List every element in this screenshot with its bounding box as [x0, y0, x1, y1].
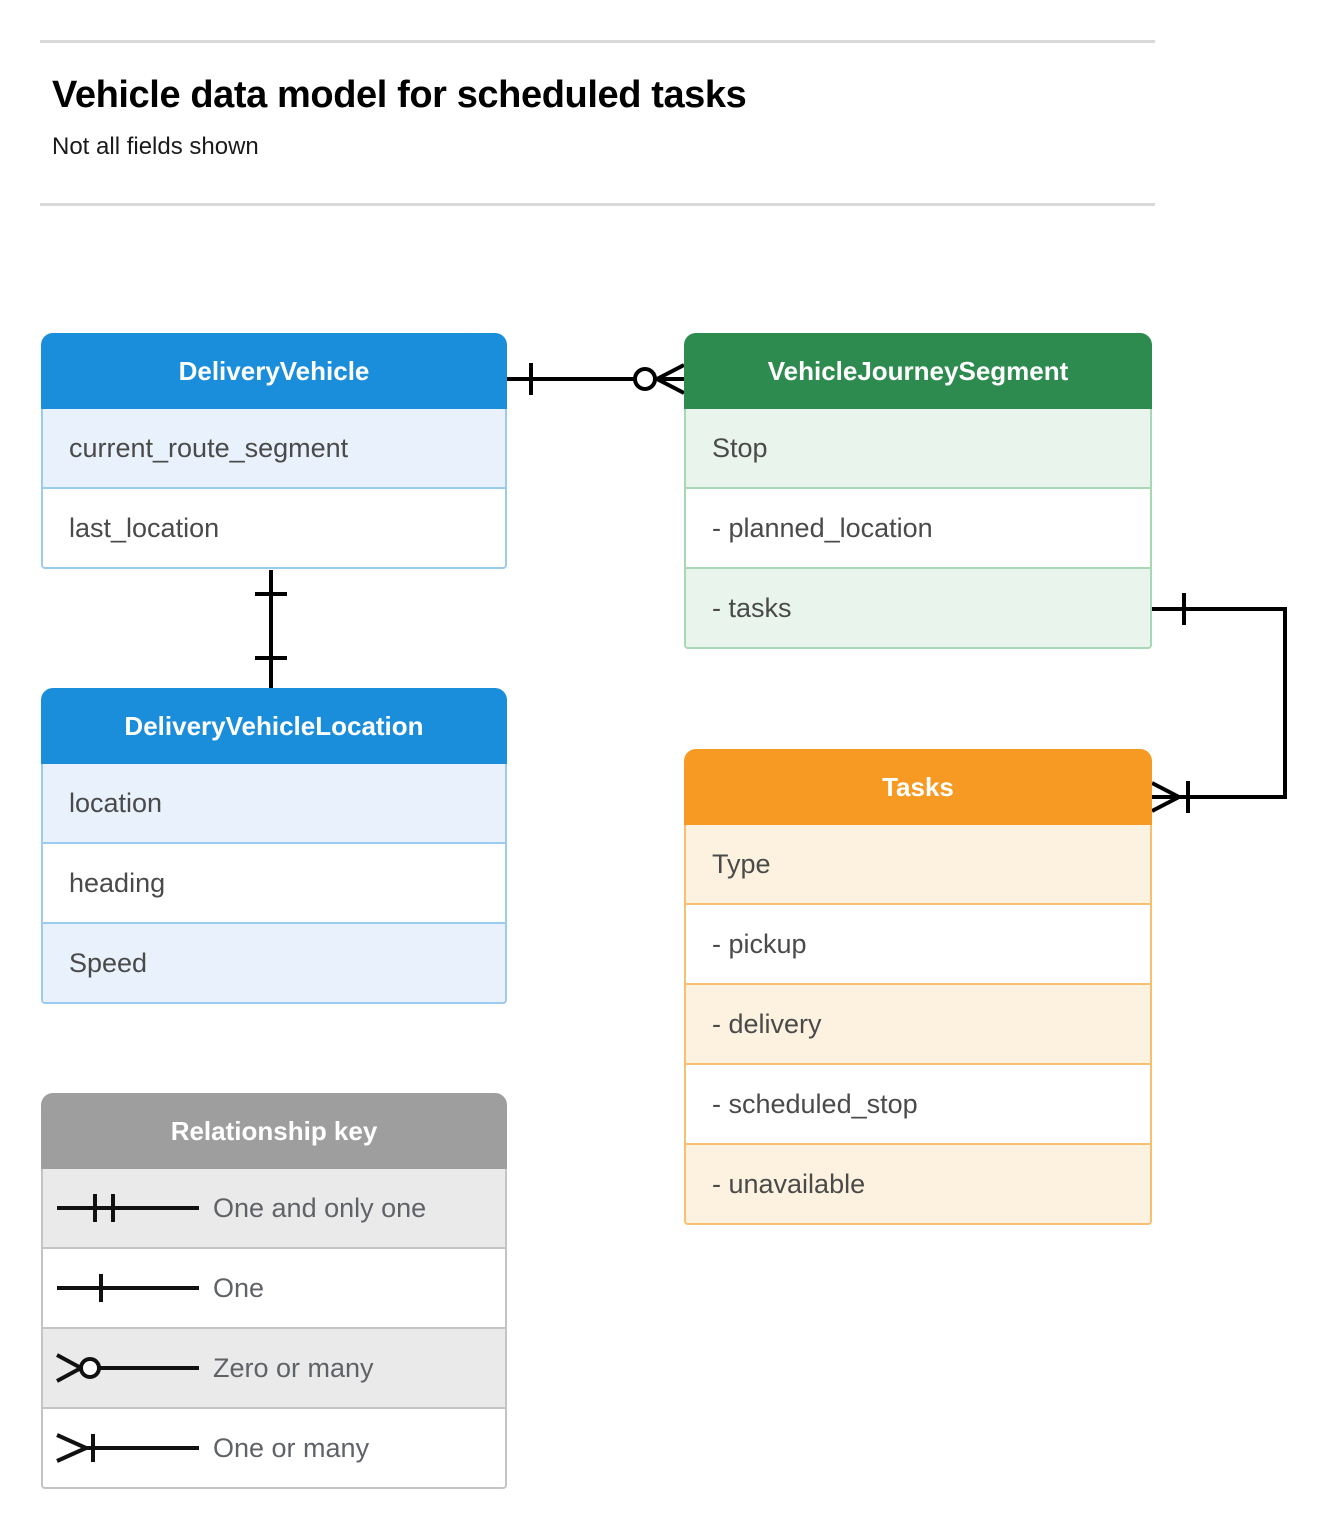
page-subtitle: Not all fields shown	[52, 133, 259, 160]
legend-label: One or many	[213, 1432, 370, 1463]
entity-header-delivery-vehicle: DeliveryVehicle	[41, 333, 507, 409]
entity-field-row: - tasks	[684, 569, 1152, 649]
entity-header-tasks: Tasks	[684, 749, 1152, 825]
legend-row-one-or-many: One or many	[41, 1409, 507, 1489]
one-and-only-one-icon	[43, 1169, 213, 1247]
header-rule-bottom	[40, 203, 1155, 206]
entity-field-row: last_location	[41, 489, 507, 569]
entity-field-row: location	[41, 764, 507, 844]
entity-vehicle-journey-segment[interactable]: VehicleJourneySegment Stop - planned_loc…	[684, 333, 1152, 649]
connector-vehicle-to-segment	[507, 363, 685, 395]
entity-field-row: - delivery	[684, 985, 1152, 1065]
legend-row-zero-or-many: Zero or many	[41, 1329, 507, 1409]
entity-header-delivery-vehicle-location: DeliveryVehicleLocation	[41, 688, 507, 764]
legend-label: Zero or many	[213, 1352, 374, 1383]
header-rule-top	[40, 40, 1155, 43]
page-title: Vehicle data model for scheduled tasks	[52, 74, 747, 116]
one-or-many-icon	[43, 1409, 213, 1487]
entity-field-row: current_route_segment	[41, 409, 507, 489]
legend-relationship-key[interactable]: Relationship key One and only one One	[41, 1093, 507, 1489]
entity-header-vehicle-journey-segment: VehicleJourneySegment	[684, 333, 1152, 409]
legend-row-one: One	[41, 1249, 507, 1329]
entity-field-row: - pickup	[684, 905, 1152, 985]
legend-row-one-and-only-one: One and only one	[41, 1169, 507, 1249]
entity-field-row: - planned_location	[684, 489, 1152, 569]
entity-field-row: - scheduled_stop	[684, 1065, 1152, 1145]
entity-tasks[interactable]: Tasks Type - pickup - delivery - schedul…	[684, 749, 1152, 1225]
entity-field-row: Stop	[684, 409, 1152, 489]
legend-label: One	[213, 1272, 265, 1303]
connector-vehicle-to-location	[255, 570, 287, 688]
zero-or-many-icon	[43, 1329, 213, 1407]
connector-segment-tasks-to-tasks	[1151, 593, 1287, 813]
one-icon	[43, 1249, 213, 1327]
entity-field-row: Type	[684, 825, 1152, 905]
entity-field-row: - unavailable	[684, 1145, 1152, 1225]
entity-delivery-vehicle-location[interactable]: DeliveryVehicleLocation location heading…	[41, 688, 507, 1004]
legend-label: One and only one	[213, 1192, 427, 1223]
legend-header: Relationship key	[41, 1093, 507, 1169]
entity-delivery-vehicle[interactable]: DeliveryVehicle current_route_segment la…	[41, 333, 507, 569]
entity-field-row: heading	[41, 844, 507, 924]
entity-field-row: Speed	[41, 924, 507, 1004]
